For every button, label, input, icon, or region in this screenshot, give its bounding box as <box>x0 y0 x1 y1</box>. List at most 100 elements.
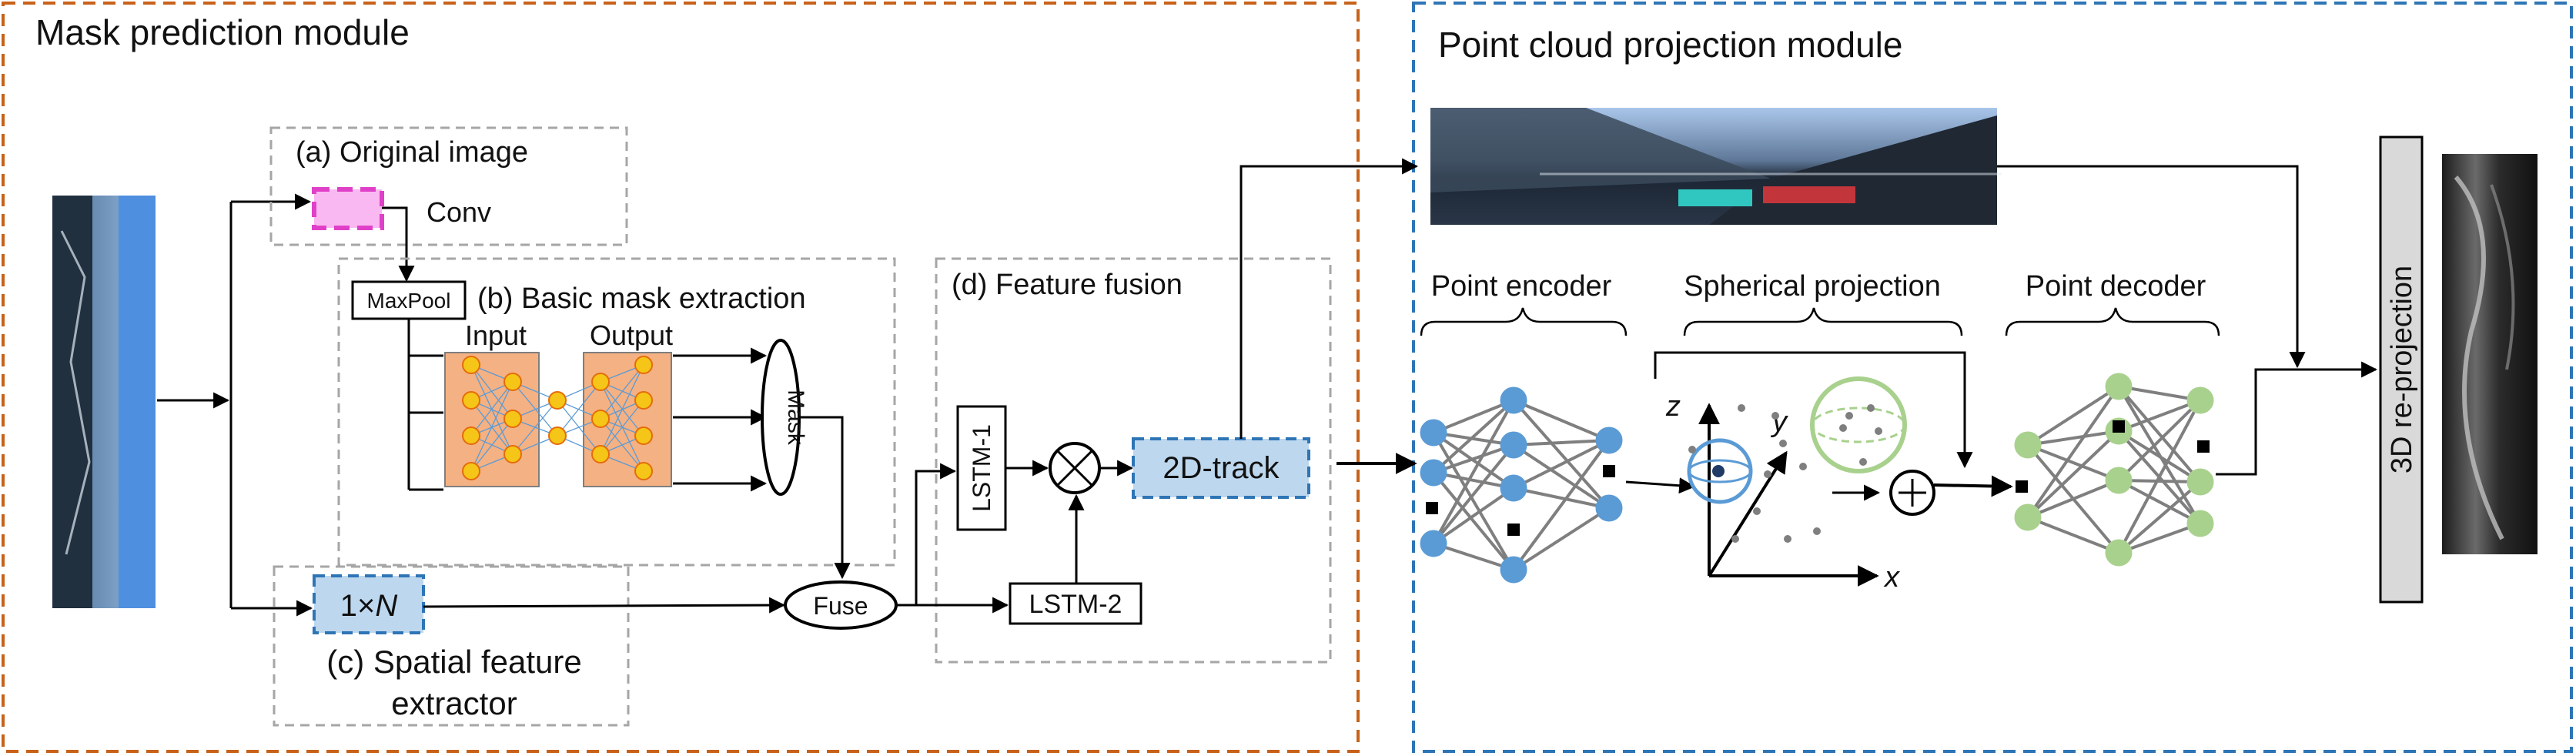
cloud-point <box>1845 412 1853 420</box>
cloud-point <box>1753 507 1761 515</box>
point-cloud-module-frame <box>1412 2 2573 753</box>
reprojection-box <box>2379 135 2424 604</box>
encoder-neuron <box>1500 556 1527 584</box>
feature-fusion-block-frame <box>935 257 1332 664</box>
nn-neuron <box>591 373 610 391</box>
decoder-neuron <box>2186 468 2214 496</box>
spatial-label-line1: (c) Spatial feature <box>326 644 582 680</box>
encoder-neuron <box>1500 474 1527 502</box>
axis-x-label: x <box>1883 561 1901 594</box>
decoder-neuron <box>2186 510 2214 537</box>
lstm1-label: LSTM-1 <box>968 424 995 512</box>
axis-z-label: z <box>1665 390 1681 423</box>
encoder-neuron <box>1500 386 1527 414</box>
cloud-point <box>1859 458 1867 466</box>
encoder-neuron <box>1420 530 1447 557</box>
point-decoder-label: Point decoder <box>2026 270 2206 303</box>
green-sphere <box>1810 376 1907 473</box>
original-image-label: (a) Original image <box>296 136 528 169</box>
basic-mask-block-frame <box>337 257 896 567</box>
lstm1-box <box>956 405 1007 531</box>
axis-y-label: y <box>1770 406 1788 438</box>
spherical-brace <box>1683 307 1963 336</box>
nn-neuron <box>634 427 653 445</box>
decoder-feature-square <box>2197 440 2210 453</box>
nn-neuron <box>462 462 480 480</box>
nn-neuron <box>548 427 567 445</box>
encoder-neuron <box>1500 431 1527 459</box>
cloud-point <box>1875 427 1882 435</box>
spherical-axes <box>1698 403 1879 587</box>
output-reprojection-image <box>2442 154 2538 554</box>
encoder-feature-square <box>1507 524 1520 536</box>
encoder-neuron <box>1595 427 1623 454</box>
encoder-feature-square <box>1603 465 1615 477</box>
nn-neuron <box>503 445 522 463</box>
decoder-neuron <box>2105 539 2133 567</box>
point-encoder-label: Point encoder <box>1431 270 1612 303</box>
nn-input-label: Input <box>465 319 527 351</box>
decoder-neuron <box>2105 467 2133 494</box>
decoder-feature-square <box>2113 420 2125 433</box>
conv-kernel <box>312 187 384 230</box>
cloud-point <box>1779 440 1787 447</box>
nn-neuron <box>462 356 480 374</box>
track-2d-box <box>1132 437 1310 499</box>
nn-neuron <box>591 445 610 463</box>
original-image-block-frame <box>269 126 628 246</box>
spherical-projection-label: Spherical projection <box>1684 270 1941 303</box>
nn-neuron <box>462 427 480 445</box>
decoder-feature-square <box>2016 480 2028 493</box>
cloud-point <box>1813 527 1821 535</box>
nn-input-panel <box>444 352 540 487</box>
nn-neuron <box>503 410 522 428</box>
feature-fusion-label: (d) Feature fusion <box>952 269 1183 301</box>
maxpool-label: MaxPool <box>367 289 451 313</box>
spatial-block-frame <box>273 565 630 727</box>
nn-neuron <box>634 462 653 480</box>
blue-sphere <box>1687 438 1753 504</box>
encoder-brace <box>1420 307 1628 336</box>
decoder-neuron <box>2014 503 2042 531</box>
basic-mask-label: (b) Basic mask extraction <box>477 283 806 315</box>
nn-neuron <box>548 391 567 410</box>
conv-label: Conv <box>427 196 491 228</box>
point-cloud-module-title: Point cloud projection module <box>1438 25 1902 65</box>
lstm2-box <box>1009 582 1142 625</box>
cloud-point <box>1799 463 1807 470</box>
decoder-brace <box>2005 307 2220 336</box>
spatial-label-line2: extractor <box>391 685 517 721</box>
decoder-neuron <box>2105 373 2133 400</box>
encoder-neuron <box>1595 494 1623 522</box>
cloud-point <box>1764 470 1771 478</box>
track-2d-label: 2D-track <box>1163 451 1280 485</box>
fuse-label: Fuse <box>813 592 868 620</box>
mask-prediction-module-frame <box>2 2 1360 753</box>
cloud-point <box>1839 424 1847 432</box>
cloud-point <box>1731 535 1739 543</box>
mask-prediction-module-title: Mask prediction module <box>35 12 410 52</box>
nn-neuron <box>503 373 522 391</box>
nn-neuron <box>591 410 610 428</box>
spatial-feature-box <box>313 574 425 634</box>
decoder-neuron <box>2014 431 2042 459</box>
nn-neuron <box>634 391 653 410</box>
cloud-point <box>1784 535 1791 543</box>
cloud-point <box>1688 446 1696 453</box>
encoder-neuron <box>1420 459 1447 487</box>
cloud-point <box>1738 404 1745 412</box>
reprojection-label: 3D re-projection <box>2386 266 2418 473</box>
encoder-feature-square <box>1426 502 1438 514</box>
nn-output-label: Output <box>590 319 673 351</box>
decoder-neuron <box>2186 386 2214 414</box>
cloud-point <box>1771 412 1779 420</box>
maxpool-box <box>351 280 467 320</box>
lstm2-label: LSTM-2 <box>1029 590 1122 619</box>
nn-neuron <box>462 391 480 410</box>
panorama-camera-image <box>1430 108 2002 225</box>
cloud-point <box>1867 404 1875 412</box>
spatial-feature-box-text: 1×N <box>340 589 398 623</box>
encoder-neuron <box>1420 419 1447 447</box>
nn-neuron <box>634 356 653 374</box>
input-camera-image <box>52 196 156 608</box>
